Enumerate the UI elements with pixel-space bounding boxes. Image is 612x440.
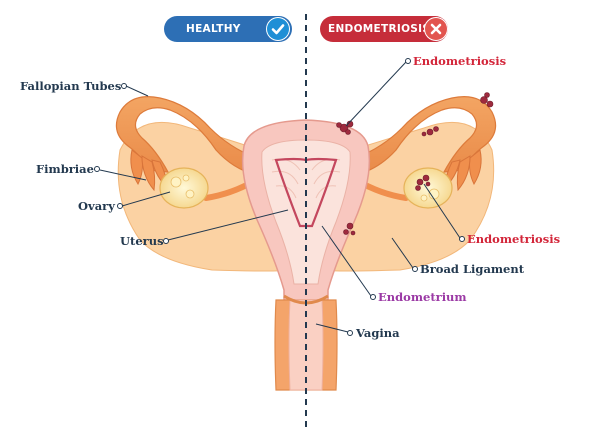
right-ovary-follicles: [420, 188, 440, 202]
left-ovary: [159, 167, 209, 209]
leader-lines: [94, 58, 465, 336]
label-broad-ligament: Broad Ligament: [420, 262, 525, 276]
left-fallopian-tube: [115, 96, 263, 177]
endometriosis-badge: ENDOMETRIOSIS: [320, 16, 448, 42]
label-fallopian-tubes: Fallopian Tubes: [20, 79, 122, 93]
endometrium-lining: [274, 157, 338, 228]
right-ovary: [403, 167, 453, 209]
label-endometriosis-right: Endometriosis: [467, 232, 561, 246]
healthy-badge: HEALTHY: [164, 16, 292, 42]
label-endometrium: Endometrium: [378, 290, 467, 304]
endometriosis-lesions: [336, 92, 494, 236]
label-fimbriae: Fimbriae: [36, 162, 94, 176]
check-icon: [266, 17, 290, 41]
label-endometriosis-top: Endometriosis: [413, 54, 507, 68]
label-vagina: Vagina: [356, 326, 400, 340]
right-fallopian-tube: [349, 96, 497, 177]
healthy-badge-label: HEALTHY: [186, 23, 241, 35]
endometriosis-badge-label: ENDOMETRIOSIS: [328, 23, 431, 35]
cross-icon: [424, 17, 448, 41]
left-ovary-follicles: [170, 174, 195, 199]
label-uterus: Uterus: [120, 234, 164, 248]
label-ovary: Ovary: [78, 199, 115, 213]
